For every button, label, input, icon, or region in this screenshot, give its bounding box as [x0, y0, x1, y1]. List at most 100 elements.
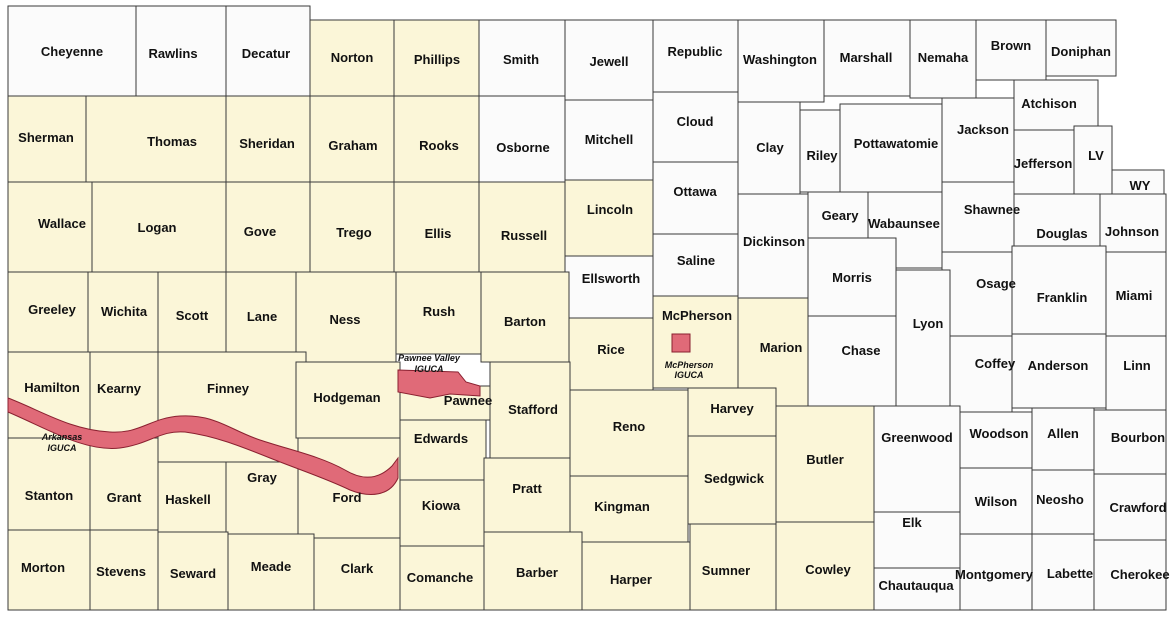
county-label-rooks: Rooks	[419, 138, 459, 153]
county-label-republic: Republic	[668, 44, 723, 59]
county-label-miami: Miami	[1116, 288, 1153, 303]
county-label-coffey: Coffey	[975, 356, 1016, 371]
county-label-cloud: Cloud	[677, 114, 714, 129]
county-crawford	[1093, 473, 1167, 541]
county-label-seward: Seward	[170, 566, 216, 581]
county-label-russell: Russell	[501, 228, 547, 243]
county-label-wallace: Wallace	[38, 216, 86, 231]
county-jackson	[941, 97, 1015, 183]
iguca-label-arkansas-iguca-line-1: Arkansas	[41, 432, 83, 442]
county-label-gove: Gove	[244, 224, 277, 239]
county-label-pottawatomie: Pottawatomie	[854, 136, 939, 151]
county-meade	[227, 533, 315, 611]
county-cloud	[652, 91, 739, 163]
county-greeley	[7, 271, 89, 353]
county-label-logan: Logan	[138, 220, 177, 235]
county-elk	[873, 511, 961, 569]
county-republic	[652, 19, 739, 93]
county-label-nemaha: Nemaha	[918, 50, 969, 65]
county-barton	[480, 271, 570, 363]
county-comanche	[399, 545, 485, 611]
county-label-sherman: Sherman	[18, 130, 74, 145]
county-label-stafford: Stafford	[508, 402, 558, 417]
county-kingman	[569, 475, 689, 543]
arkansas-iguca-area	[7, 397, 399, 495]
county-gray	[225, 461, 299, 535]
county-cheyenne	[7, 5, 137, 97]
iguca-label-pawnee-valley-iguca-line-2: IGUCA	[415, 364, 444, 374]
county-label-grant: Grant	[107, 490, 142, 505]
county-label-montgomery: Montgomery	[955, 567, 1034, 582]
county-russell	[478, 181, 566, 273]
county-label-hodgeman: Hodgeman	[313, 390, 380, 405]
iguca-label-mcpherson-iguca-line-2: IGUCA	[675, 370, 704, 380]
county-mitchell	[564, 99, 654, 181]
county-label-mitchell: Mitchell	[585, 132, 633, 147]
county-greenwood	[873, 405, 961, 513]
county-label-franklin: Franklin	[1037, 290, 1088, 305]
county-label-phillips: Phillips	[414, 52, 460, 67]
county-label-sumner: Sumner	[702, 563, 750, 578]
county-label-sedgwick: Sedgwick	[704, 471, 765, 486]
county-label-jackson: Jackson	[957, 122, 1009, 137]
county-label-cheyenne: Cheyenne	[41, 44, 103, 59]
county-label-wilson: Wilson	[975, 494, 1018, 509]
county-clay	[737, 101, 801, 195]
county-stanton	[7, 437, 91, 531]
pawnee-valley-iguca-area	[397, 369, 481, 399]
county-hodgeman	[295, 361, 401, 439]
county-label-pratt: Pratt	[512, 481, 542, 496]
county-label-clark: Clark	[341, 561, 374, 576]
county-label-osborne: Osborne	[496, 140, 549, 155]
county-franklin	[1011, 245, 1107, 335]
county-phillips	[393, 19, 480, 97]
county-label-rawlins: Rawlins	[148, 46, 197, 61]
county-jefferson	[1013, 129, 1075, 195]
county-norton	[309, 19, 395, 97]
county-label-chase: Chase	[841, 343, 880, 358]
iguca-areas	[7, 333, 691, 495]
county-label-morris: Morris	[832, 270, 872, 285]
county-seward	[157, 531, 229, 611]
county-barber	[483, 531, 583, 611]
county-butler	[775, 405, 875, 523]
county-label-decatur: Decatur	[242, 46, 290, 61]
county-label-riley: Riley	[806, 148, 838, 163]
county-morton	[7, 529, 91, 611]
county-label-washington: Washington	[743, 52, 817, 67]
county-label-rice: Rice	[597, 342, 624, 357]
county-stevens	[89, 529, 159, 611]
county-kiowa	[399, 479, 485, 547]
county-harvey	[687, 387, 777, 437]
county-allen	[1031, 407, 1095, 471]
county-geary	[807, 191, 869, 239]
county-sumner	[689, 523, 777, 611]
county-label-rush: Rush	[423, 304, 456, 319]
county-lv	[1073, 125, 1113, 195]
county-rawlins	[135, 5, 227, 97]
county-sherman	[7, 95, 87, 183]
county-montgomery	[959, 533, 1033, 611]
county-johnson	[1099, 193, 1167, 253]
county-douglas	[1013, 193, 1101, 247]
county-label-ness: Ness	[329, 312, 360, 327]
county-label-chautauqua: Chautauqua	[878, 578, 954, 593]
county-logan	[91, 181, 227, 273]
county-label-wabaunsee: Wabaunsee	[868, 216, 940, 231]
county-label-kearny: Kearny	[97, 381, 142, 396]
county-stafford	[489, 361, 571, 459]
county-osborne	[478, 95, 566, 183]
county-wichita	[87, 271, 159, 353]
county-label-crawford: Crawford	[1109, 500, 1166, 515]
county-label-morton: Morton	[21, 560, 65, 575]
county-decatur	[225, 5, 311, 97]
county-label-greeley: Greeley	[28, 302, 76, 317]
county-linn	[1105, 335, 1167, 411]
county-clark	[313, 537, 401, 611]
county-coffey	[949, 335, 1013, 413]
county-label-ellsworth: Ellsworth	[582, 271, 641, 286]
county-label-smith: Smith	[503, 52, 539, 67]
county-label-lane: Lane	[247, 309, 277, 324]
county-label-johnson: Johnson	[1105, 224, 1159, 239]
county-label-sheridan: Sheridan	[239, 136, 295, 151]
